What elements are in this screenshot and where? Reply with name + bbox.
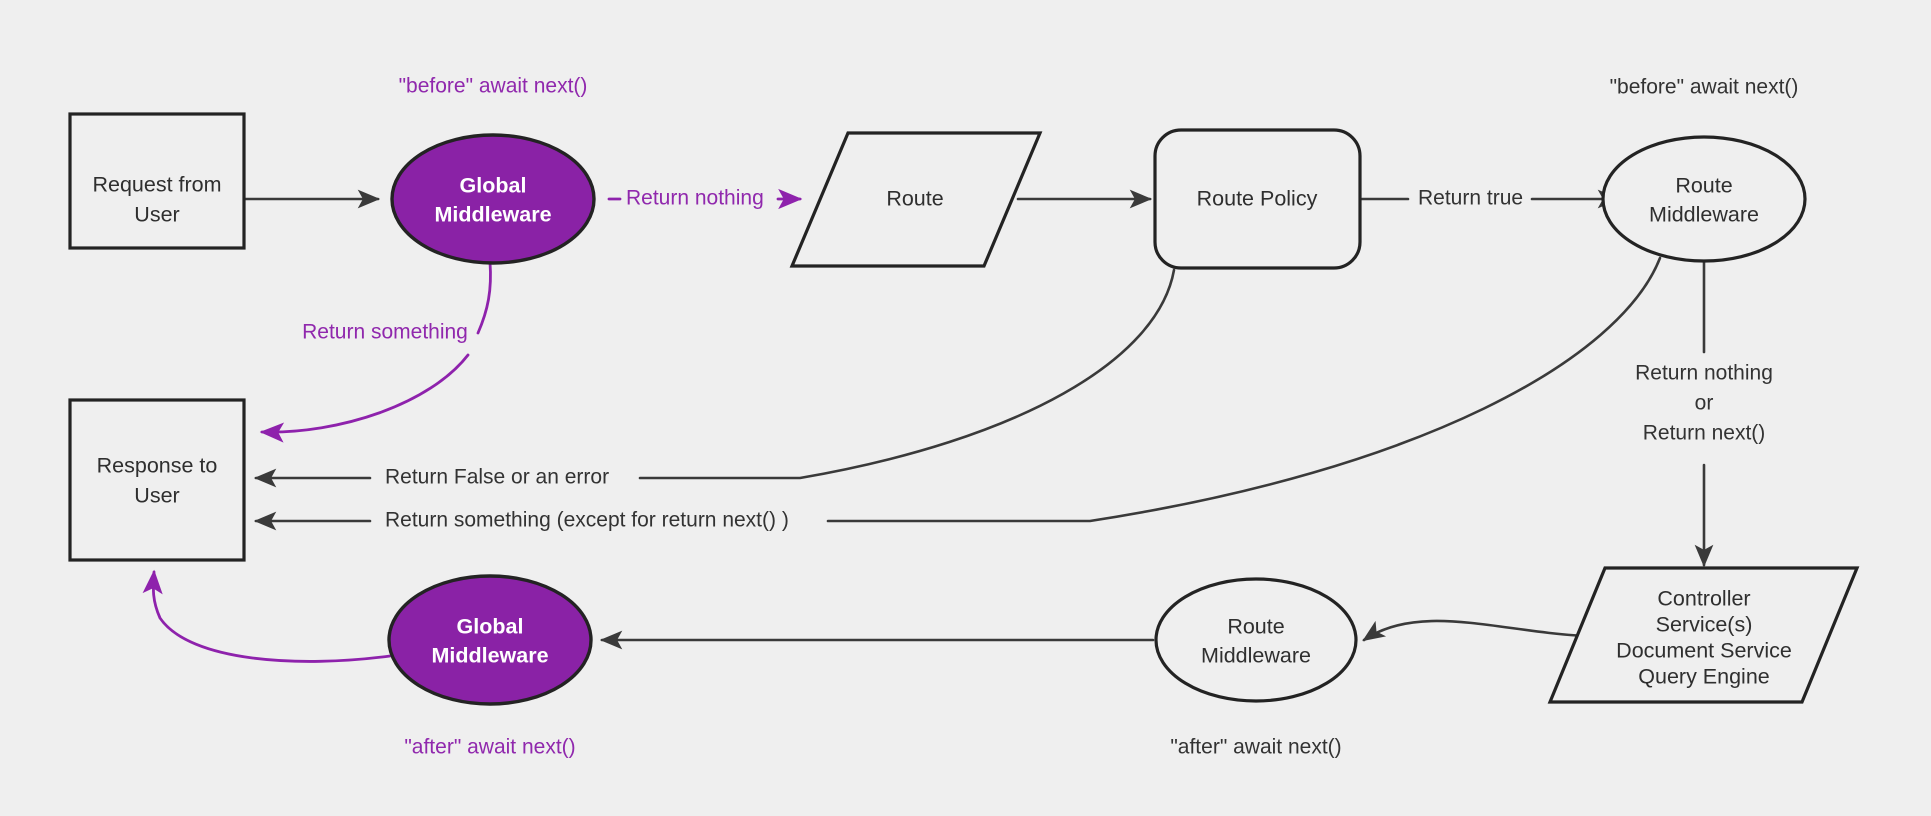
response-to-user-label-line1: Response to [97, 454, 218, 478]
request-from-user-shape [68, 112, 246, 250]
route-middleware-before-label-line1: Route [1675, 174, 1732, 198]
route-middleware-after-shape [1154, 577, 1358, 703]
annotation-global-after-phase: "after" await next() [404, 736, 575, 759]
controller-services-label-line4: Query Engine [1638, 665, 1769, 689]
global-middleware-after-label-line1: Global [457, 615, 524, 639]
controller-services-label-line3: Document Service [1616, 639, 1792, 663]
global-middleware-after-shape [387, 574, 593, 706]
node-global-middleware-after[interactable]: Global Middleware [387, 574, 593, 706]
route-middleware-after-label-line1: Route [1227, 615, 1284, 639]
node-request-from-user[interactable]: Request from User [68, 112, 246, 250]
node-response-to-user[interactable]: Response to User [68, 398, 246, 562]
node-controller-services[interactable]: Controller Service(s) Document Service Q… [1547, 566, 1860, 704]
edge-label-return-nothing: Return nothing [626, 187, 764, 210]
global-middleware-after-label-line2: Middleware [431, 644, 548, 668]
annotation-route-middleware-before-phase: "before" await next() [1610, 76, 1799, 99]
edge-global-after-to-response [142, 569, 392, 663]
request-from-user-label-line2: User [134, 203, 179, 227]
edge-route-middleware-to-response [826, 256, 1662, 523]
edge-policy-to-response-false [638, 268, 1176, 480]
node-route[interactable]: Route [789, 131, 1043, 268]
edge-label-return-false-or-error: Return False or an error [385, 466, 609, 489]
response-to-user-label-line2: User [134, 484, 179, 508]
edge-label-return-nothing-or-next-line2: or [1695, 392, 1714, 415]
request-from-user-label-line1: Request from [92, 173, 221, 197]
global-middleware-before-label-line2: Middleware [434, 203, 551, 227]
edge-label-return-true: Return true [1418, 187, 1523, 210]
route-middleware-before-label-line2: Middleware [1649, 203, 1759, 227]
route-policy-label: Route Policy [1197, 187, 1318, 211]
node-route-middleware-before[interactable]: Route Middleware [1601, 135, 1807, 263]
edge-label-return-something: Return something [302, 321, 468, 344]
controller-services-label-line2: Service(s) [1656, 613, 1753, 637]
route-policy-shape [1153, 128, 1362, 270]
route-middleware-before-shape [1601, 135, 1807, 263]
edge-label-return-nothing-or-next-line3: Return next() [1643, 422, 1766, 445]
edge-controller-to-route-middleware-after [1362, 619, 1588, 642]
edge-label-return-nothing-or-next-line1: Return nothing [1635, 362, 1773, 385]
route-label: Route [886, 187, 943, 211]
edge-global-before-return-something-upper [476, 260, 492, 335]
edge-global-before-to-response [259, 353, 470, 443]
annotation-global-before-phase: "before" await next() [399, 75, 588, 98]
global-middleware-before-label-line1: Global [460, 174, 527, 198]
response-to-user-shape [68, 398, 246, 562]
node-route-policy[interactable]: Route Policy [1153, 128, 1362, 270]
route-shape [789, 131, 1043, 268]
edge-label-return-something-except-next: Return something (except for return next… [385, 509, 789, 532]
controller-services-shape [1547, 566, 1860, 704]
node-global-middleware-before[interactable]: Global Middleware [390, 133, 596, 265]
global-middleware-before-shape [390, 133, 596, 265]
node-route-middleware-after[interactable]: Route Middleware [1154, 577, 1358, 703]
route-middleware-after-label-line2: Middleware [1201, 644, 1311, 668]
annotation-route-middleware-after-phase: "after" await next() [1170, 736, 1341, 759]
controller-services-label-line1: Controller [1657, 587, 1750, 611]
